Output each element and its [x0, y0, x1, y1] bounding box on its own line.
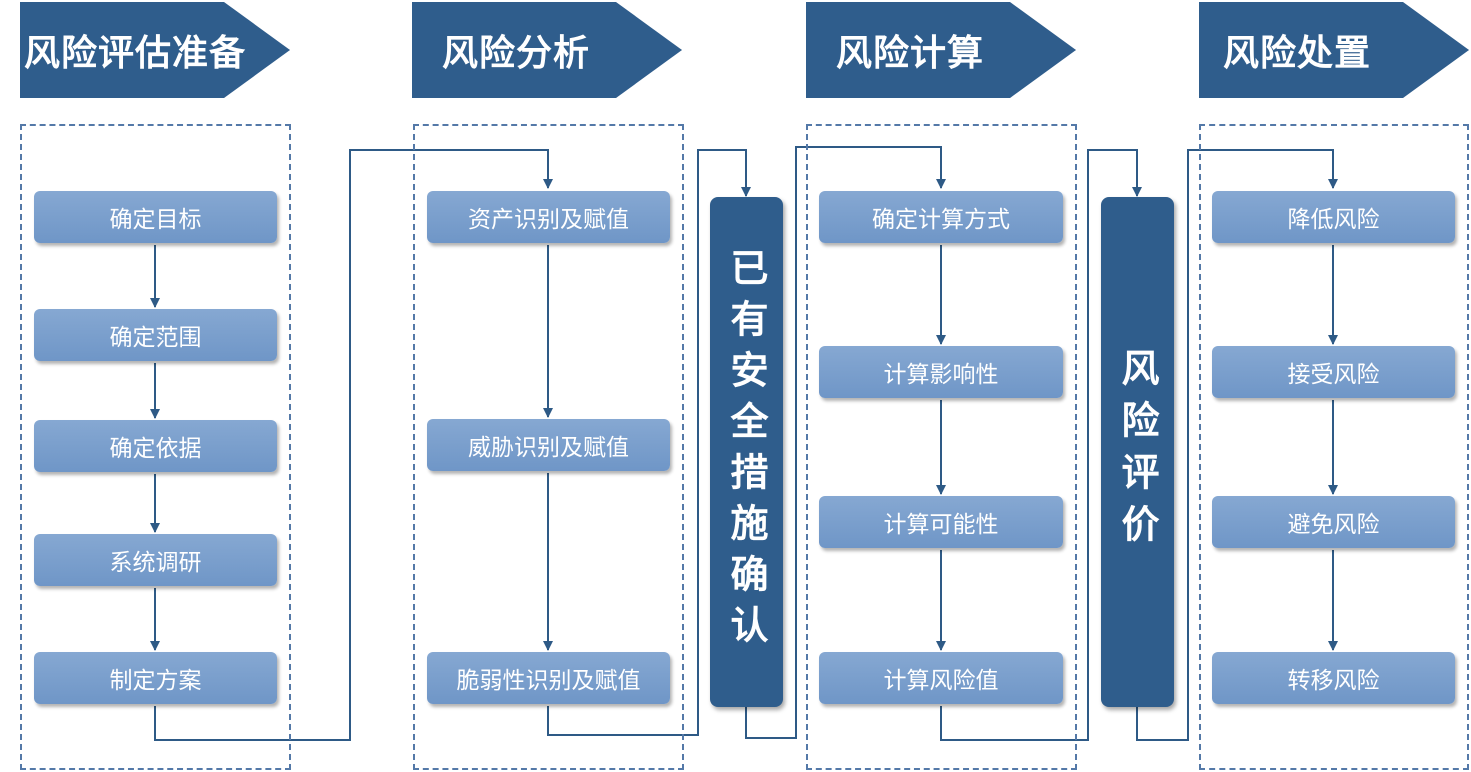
header-label: 风险评估准备	[24, 33, 247, 74]
step-calc-impact: 计算影响性	[819, 346, 1063, 398]
header-risk-assessment-prep: 风险评估准备	[20, 2, 290, 98]
step-set-scope: 确定范围	[34, 309, 277, 361]
step-set-goal: 确定目标	[34, 191, 277, 243]
step-calc-likelihood: 计算可能性	[819, 496, 1063, 548]
pillar-label: 风险评价	[1115, 348, 1159, 556]
header-label: 风险计算	[836, 33, 985, 74]
step-transfer-risk: 转移风险	[1212, 652, 1455, 704]
header-label: 风险分析	[442, 33, 591, 74]
group-prep	[20, 124, 291, 770]
step-asset-identification: 资产识别及赋值	[427, 191, 670, 243]
pillar-label: 已有安全措施确认	[724, 248, 768, 656]
group-disposal	[1199, 124, 1469, 770]
header-risk-calculation: 风险计算	[806, 2, 1076, 98]
pillar-risk-evaluation: 风险评价	[1101, 197, 1174, 707]
pillar-existing-safety-measures: 已有安全措施确认	[710, 197, 783, 707]
group-calc	[806, 124, 1077, 770]
step-system-survey: 系统调研	[34, 534, 277, 586]
step-accept-risk: 接受风险	[1212, 346, 1455, 398]
step-set-basis: 确定依据	[34, 420, 277, 472]
step-avoid-risk: 避免风险	[1212, 496, 1455, 548]
step-set-calc-method: 确定计算方式	[819, 191, 1063, 243]
header-risk-disposal: 风险处置	[1199, 2, 1469, 98]
step-reduce-risk: 降低风险	[1212, 191, 1455, 243]
step-threat-identification: 威胁识别及赋值	[427, 419, 670, 471]
step-vulnerability-identification: 脆弱性识别及赋值	[427, 652, 670, 704]
step-make-plan: 制定方案	[34, 652, 277, 704]
step-calc-risk-value: 计算风险值	[819, 652, 1063, 704]
header-label: 风险处置	[1223, 33, 1372, 74]
header-risk-analysis: 风险分析	[412, 2, 682, 98]
group-analysis	[413, 124, 684, 770]
